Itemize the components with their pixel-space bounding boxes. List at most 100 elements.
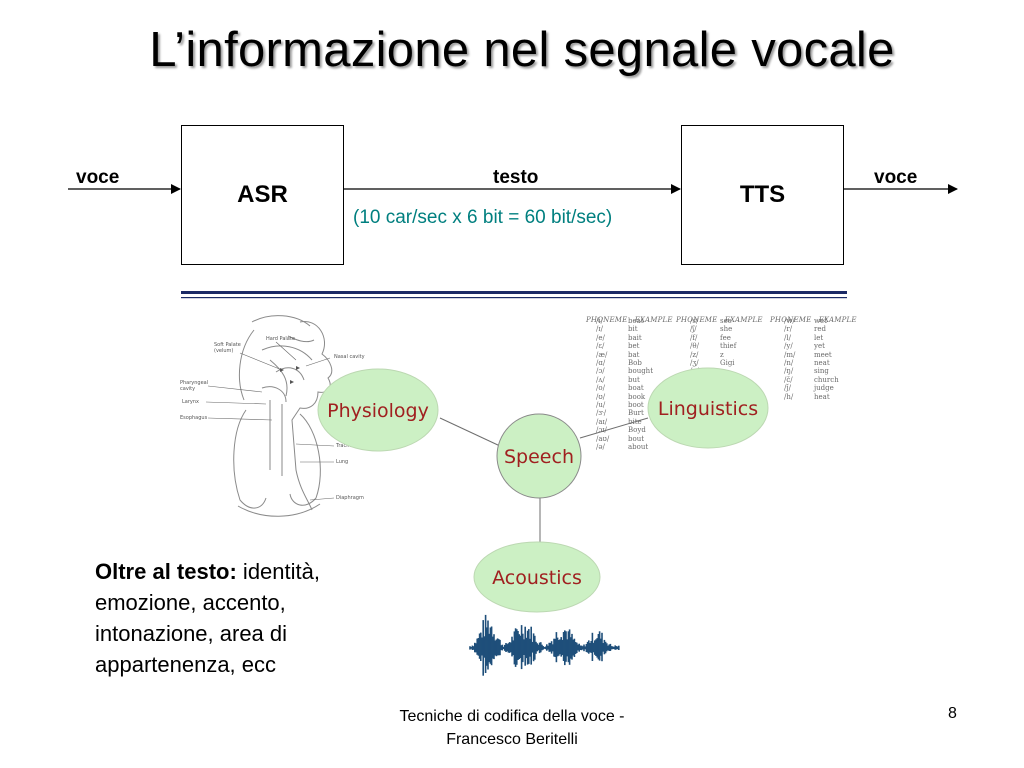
anatomy-label-nasal-cavity: Nasal cavity xyxy=(334,354,365,360)
example-cell: boot xyxy=(628,401,644,410)
speech-waveform xyxy=(469,614,620,676)
example-cell: see xyxy=(720,317,732,325)
example-cell: Boyd xyxy=(628,426,646,435)
anatomy-label-trachea: Trachea xyxy=(336,443,356,449)
phoneme-cell: /θ/ xyxy=(690,342,699,351)
anatomy-label-larynx: Larynx xyxy=(182,399,199,405)
example-cell: she xyxy=(720,325,733,334)
linguistics-label: Linguistics xyxy=(658,398,758,420)
phoneme-cell: /s/ xyxy=(690,317,699,325)
example-header: EXAMPLE xyxy=(818,315,857,324)
phoneme-cell: /l/ xyxy=(784,333,791,342)
phoneme-cell: /y/ xyxy=(784,342,793,351)
phoneme-cell: /ʌ/ xyxy=(596,375,605,384)
phoneme-table-col-1: PHONEME EXAMPLE xyxy=(586,299,673,333)
example-cell: bait xyxy=(628,333,642,342)
footer: Tecniche di codifica della voce - France… xyxy=(352,705,672,751)
input-label: voce xyxy=(76,167,120,188)
phoneme-cell: /e/ xyxy=(596,333,605,342)
note-text: Oltre al testo: identità, emozione, acce… xyxy=(95,556,395,680)
phoneme-cell: /ʒ/ xyxy=(690,359,699,368)
note-body: identità, emozione, accento, intonazione… xyxy=(95,559,320,677)
phoneme-table-col-3: PHONEME EXAMPLE xyxy=(770,299,857,333)
example-cell: red xyxy=(814,325,826,334)
phoneme-cell: /aʊ/ xyxy=(596,434,610,443)
phoneme-cell: /z/ xyxy=(690,350,699,359)
phoneme-cell: /ɛ/ xyxy=(596,342,605,351)
physiology-label: Physiology xyxy=(327,400,429,422)
example-cell: z xyxy=(720,350,724,359)
phoneme-cell: /m/ xyxy=(784,350,796,359)
example-cell: thief xyxy=(720,342,737,351)
tts-box: TTS xyxy=(681,125,844,265)
phoneme-list-col-3: /w//r//l//y//m//n//ŋ//č//ǰ//h/ xyxy=(784,317,795,401)
tts-label: TTS xyxy=(739,181,786,208)
example-cell: boat xyxy=(628,384,644,393)
anatomy-label-diaphragm: Diaphragm xyxy=(336,495,364,501)
example-cell: fee xyxy=(720,333,731,342)
phoneme-header: PHONEME xyxy=(770,315,812,324)
speech-node xyxy=(496,413,582,499)
example-cell: wet xyxy=(814,317,827,325)
asr-label: ASR xyxy=(237,181,288,208)
anatomy-label-lung: Lung xyxy=(336,459,349,465)
phoneme-cell: /h/ xyxy=(784,392,794,401)
example-cell: Burt xyxy=(628,409,644,418)
example-header: EXAMPLE xyxy=(724,315,763,324)
phoneme-cell: /ʃ/ xyxy=(690,325,697,334)
phoneme-table-col-2: PHONEME EXAMPLE xyxy=(676,299,763,333)
phoneme-cell: /f/ xyxy=(690,333,698,342)
phoneme-cell: /ɪ/ xyxy=(596,325,603,334)
phoneme-cell: /r/ xyxy=(784,325,793,334)
example-cell: bet xyxy=(628,342,640,351)
example-cell: yet xyxy=(814,342,825,351)
speech-label: Speech xyxy=(504,446,574,468)
acoustics-label: Acoustics xyxy=(492,567,582,589)
asr-box: ASR xyxy=(181,125,344,265)
phoneme-cell: /č/ xyxy=(784,375,793,384)
example-cell: Bob xyxy=(628,359,642,368)
phoneme-cell: /ŋ/ xyxy=(784,367,794,376)
example-cell: neat xyxy=(814,359,830,368)
output-label: voce xyxy=(874,167,918,188)
page-number: 8 xyxy=(948,705,957,722)
phoneme-cell: /ɑ/ xyxy=(596,359,606,368)
example-cell: about xyxy=(628,443,649,452)
middle-label: testo xyxy=(493,167,539,188)
phoneme-cell: /ʊ/ xyxy=(596,392,606,401)
example-cell: church xyxy=(814,375,839,384)
example-cell: bit xyxy=(628,325,638,334)
anatomy-label-esophagus: Esophagus xyxy=(180,415,208,421)
phoneme-cell: /ǰ/ xyxy=(784,384,791,393)
rate-label: (10 car/sec x 6 bit = 60 bit/sec) xyxy=(353,207,613,228)
footer-line-2: Francesco Beritelli xyxy=(446,731,578,748)
example-cell: let xyxy=(814,333,824,342)
phoneme-cell: /aɪ/ xyxy=(596,417,608,426)
anatomy-label-pharyngeal-cavity: Pharyngeal cavity xyxy=(180,380,209,392)
example-header: EXAMPLE xyxy=(634,315,673,324)
slide-title: L’informazione nel segnale vocale xyxy=(149,23,895,77)
concept-nodes xyxy=(317,367,769,613)
phoneme-cell: /ɔɪ/ xyxy=(596,426,607,435)
anatomy-label-soft-palate: Soft Palate (velum) xyxy=(214,342,241,354)
example-cell: heat xyxy=(814,392,830,401)
note-bold: Oltre al testo: xyxy=(95,559,237,584)
linguistics-node xyxy=(647,367,769,449)
phoneme-cell: /w/ xyxy=(784,317,795,325)
example-cell: book xyxy=(628,392,646,401)
example-cell: judge xyxy=(814,384,834,393)
example-cell: bought xyxy=(628,367,654,376)
phoneme-cell: /u/ xyxy=(596,401,606,410)
acoustics-node xyxy=(473,541,601,613)
physiology-node xyxy=(317,368,439,452)
phoneme-cell: /æ/ xyxy=(596,350,608,359)
phoneme-header: PHONEME xyxy=(676,315,718,324)
example-cell: bat xyxy=(628,350,640,359)
phoneme-cell: /ə/ xyxy=(596,443,605,452)
phoneme-list-col-1: /i//ɪ//e//ɛ//æ//ɑ//ɔ//ʌ//o//ʊ//u//ɝ//aɪ/… xyxy=(596,317,609,452)
picture-top-rule xyxy=(181,291,847,294)
phoneme-cell: /n/ xyxy=(784,359,794,368)
